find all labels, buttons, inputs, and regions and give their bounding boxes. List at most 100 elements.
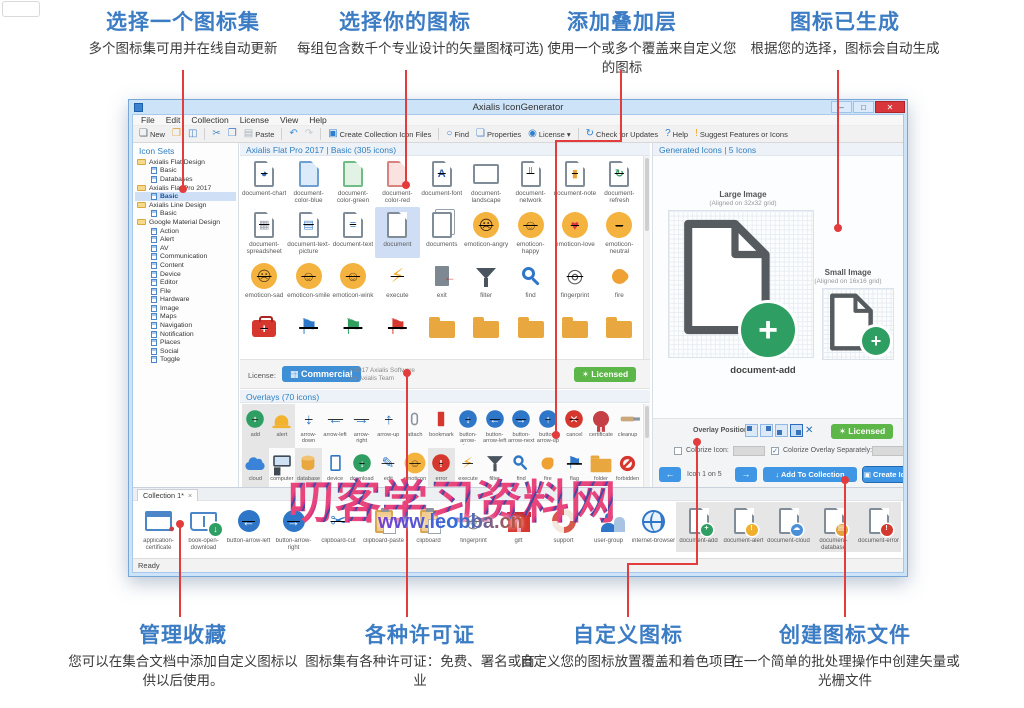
toolbar-button[interactable]: ↶: [287, 128, 299, 140]
icon-cell[interactable]: ◎ fingerprint: [553, 258, 597, 309]
add-to-collection-button[interactable]: ↓ Add To Collection: [763, 467, 857, 482]
toolbar-button[interactable]: ↷: [303, 128, 315, 140]
overlay-cell[interactable]: cloud: [242, 448, 269, 492]
overlay-cell[interactable]: ! error: [428, 448, 455, 492]
toolbar-button[interactable]: ↻ Check for Updates: [584, 128, 661, 140]
menu-item[interactable]: View: [280, 115, 299, 125]
icon-cell[interactable]: ☹ emoticon-sad: [242, 258, 286, 309]
collection-icon-cell[interactable]: clipboard-paste: [361, 502, 406, 552]
overlay-cell[interactable]: ✕ cancel: [561, 404, 588, 448]
tree-item[interactable]: Notification: [135, 330, 236, 339]
overlay-cell[interactable]: ⚑ flag: [561, 448, 588, 492]
title-bar[interactable]: Axialis IconGenerator – □ ✕: [129, 100, 907, 114]
overlay-cell[interactable]: fire: [535, 448, 562, 492]
commercial-badge[interactable]: ▦ Commercial: [282, 366, 361, 382]
icon-cell[interactable]: [464, 309, 508, 359]
icon-cell[interactable]: fire: [597, 258, 641, 309]
overlay-pos-bottomleft-button[interactable]: [775, 424, 788, 437]
collection-icon-cell[interactable]: application-certificate: [136, 502, 181, 552]
overlay-cell[interactable]: ↓ arrow-down: [295, 404, 322, 448]
icon-cell[interactable]: ⚑: [375, 309, 419, 359]
icon-cell[interactable]: exit: [420, 258, 464, 309]
tree-item[interactable]: Basic: [135, 210, 236, 219]
menu-item[interactable]: License: [239, 115, 269, 125]
collection-icon-cell[interactable]: ! document-error: [856, 502, 901, 552]
collection-icon-cell[interactable]: → button-arrow-right: [271, 502, 316, 552]
overlay-cell[interactable]: ↓ button-arrow-down: [455, 404, 482, 448]
toolbar-button[interactable]: [438, 128, 440, 140]
tree-item[interactable]: Databases: [135, 175, 236, 184]
icon-cell[interactable]: ▤ document-text-picture: [286, 207, 330, 258]
icon-cell[interactable]: A document-font: [420, 156, 464, 207]
next-icon-button[interactable]: →: [735, 467, 757, 482]
collection-tab[interactable]: Collection 1*×: [137, 489, 199, 501]
icon-cell[interactable]: document-color-red: [375, 156, 419, 207]
tree-item[interactable]: File: [135, 287, 236, 296]
collection-icon-cell[interactable]: ✂ clipboard-cut: [316, 502, 361, 552]
overlay-cell[interactable]: computer: [269, 448, 296, 492]
toolbar-button[interactable]: ✂: [210, 128, 222, 140]
collection-icon-cell[interactable]: ! document-alert: [721, 502, 766, 552]
menu-item[interactable]: Edit: [165, 115, 181, 125]
icon-cell[interactable]: ☹ emoticon-angry: [464, 207, 508, 258]
overlay-pos-topleft-button[interactable]: [745, 424, 758, 437]
tree-item[interactable]: Editor: [135, 278, 236, 287]
toolbar-button[interactable]: ◫: [186, 128, 199, 140]
minimize-button[interactable]: –: [831, 101, 852, 113]
licensed-button[interactable]: ✶ Licensed: [574, 367, 636, 382]
icon-cell[interactable]: document: [375, 207, 420, 258]
prev-icon-button[interactable]: ←: [659, 467, 681, 482]
overlay-cell[interactable]: ↑ button-arrow-up: [535, 404, 562, 448]
icon-cell[interactable]: documents: [420, 207, 464, 258]
tree-item[interactable]: Google Material Design: [135, 218, 236, 227]
overlay-cell[interactable]: device: [322, 448, 349, 492]
collection-icon-cell[interactable]: user-group: [586, 502, 631, 552]
tree-item[interactable]: AV: [135, 244, 236, 253]
collection-icon-cell[interactable]: ◎ fingerprint: [451, 502, 496, 552]
collection-icon-cell[interactable]: + document-add: [676, 502, 721, 552]
icon-cell[interactable]: [597, 309, 641, 359]
overlay-cell[interactable]: alert: [268, 404, 296, 448]
toolbar-button[interactable]: [320, 128, 322, 140]
icon-cell[interactable]: ↻ document-refresh: [597, 156, 641, 207]
icon-cell[interactable]: ☺ emoticon-happy: [508, 207, 552, 258]
icon-cell[interactable]: [508, 309, 552, 359]
toolbar-button[interactable]: ▣ Create Collection Icon Files: [326, 128, 433, 140]
menu-item[interactable]: Collection: [191, 115, 229, 125]
tree-item[interactable]: Image: [135, 304, 236, 313]
icon-cell[interactable]: +: [242, 309, 286, 359]
icon-cell[interactable]: ⚡ execute: [375, 258, 419, 309]
tree-item[interactable]: Toggle: [135, 356, 236, 365]
icon-cell[interactable]: ▦ document-spreadsheet: [242, 207, 286, 258]
collection-icon-cell[interactable]: ☁ document-cloud: [766, 502, 811, 552]
overlay-cell[interactable]: ← arrow-left: [322, 404, 349, 448]
tree-item[interactable]: Basic: [135, 192, 236, 201]
collection-icon-cell[interactable]: clipboard: [406, 502, 451, 552]
overlay-cell[interactable]: → button-arrow-next: [508, 404, 535, 448]
colorize-overlay-swatch[interactable]: [872, 446, 903, 456]
close-button[interactable]: ✕: [875, 101, 905, 113]
overlay-cell[interactable]: database: [295, 448, 322, 492]
collection-icon-cell[interactable]: ← button-arrow-left: [226, 502, 271, 552]
icon-cell[interactable]: find: [508, 258, 552, 309]
tree-item[interactable]: Content: [135, 261, 236, 270]
overlay-cell[interactable]: folder: [588, 448, 615, 492]
overlay-cell[interactable]: forbidden: [614, 448, 641, 492]
toolbar-button[interactable]: ❐: [226, 128, 239, 140]
colorize-icon-checkbox[interactable]: [674, 447, 682, 455]
tree-item[interactable]: Basic: [135, 167, 236, 176]
tree-item[interactable]: Maps: [135, 313, 236, 322]
toolbar-button[interactable]: ▤ Paste: [242, 128, 277, 140]
overlay-cell[interactable]: ✎ edit: [375, 448, 402, 492]
icon-cell[interactable]: [420, 309, 464, 359]
toolbar-button[interactable]: ? Help: [663, 128, 690, 140]
toolbar-button[interactable]: ❏ New: [137, 128, 167, 140]
collection-tab-close-icon[interactable]: ×: [187, 491, 193, 500]
maximize-button[interactable]: □: [853, 101, 874, 113]
overlay-cell[interactable]: ← button-arrow-left: [481, 404, 508, 448]
tree-item[interactable]: Navigation: [135, 321, 236, 330]
tree-item[interactable]: Device: [135, 270, 236, 279]
tree-item[interactable]: Axialis Flat Design: [135, 158, 236, 167]
menu-item[interactable]: File: [141, 115, 155, 125]
icon-cell[interactable]: ╨ document-network: [508, 156, 552, 207]
